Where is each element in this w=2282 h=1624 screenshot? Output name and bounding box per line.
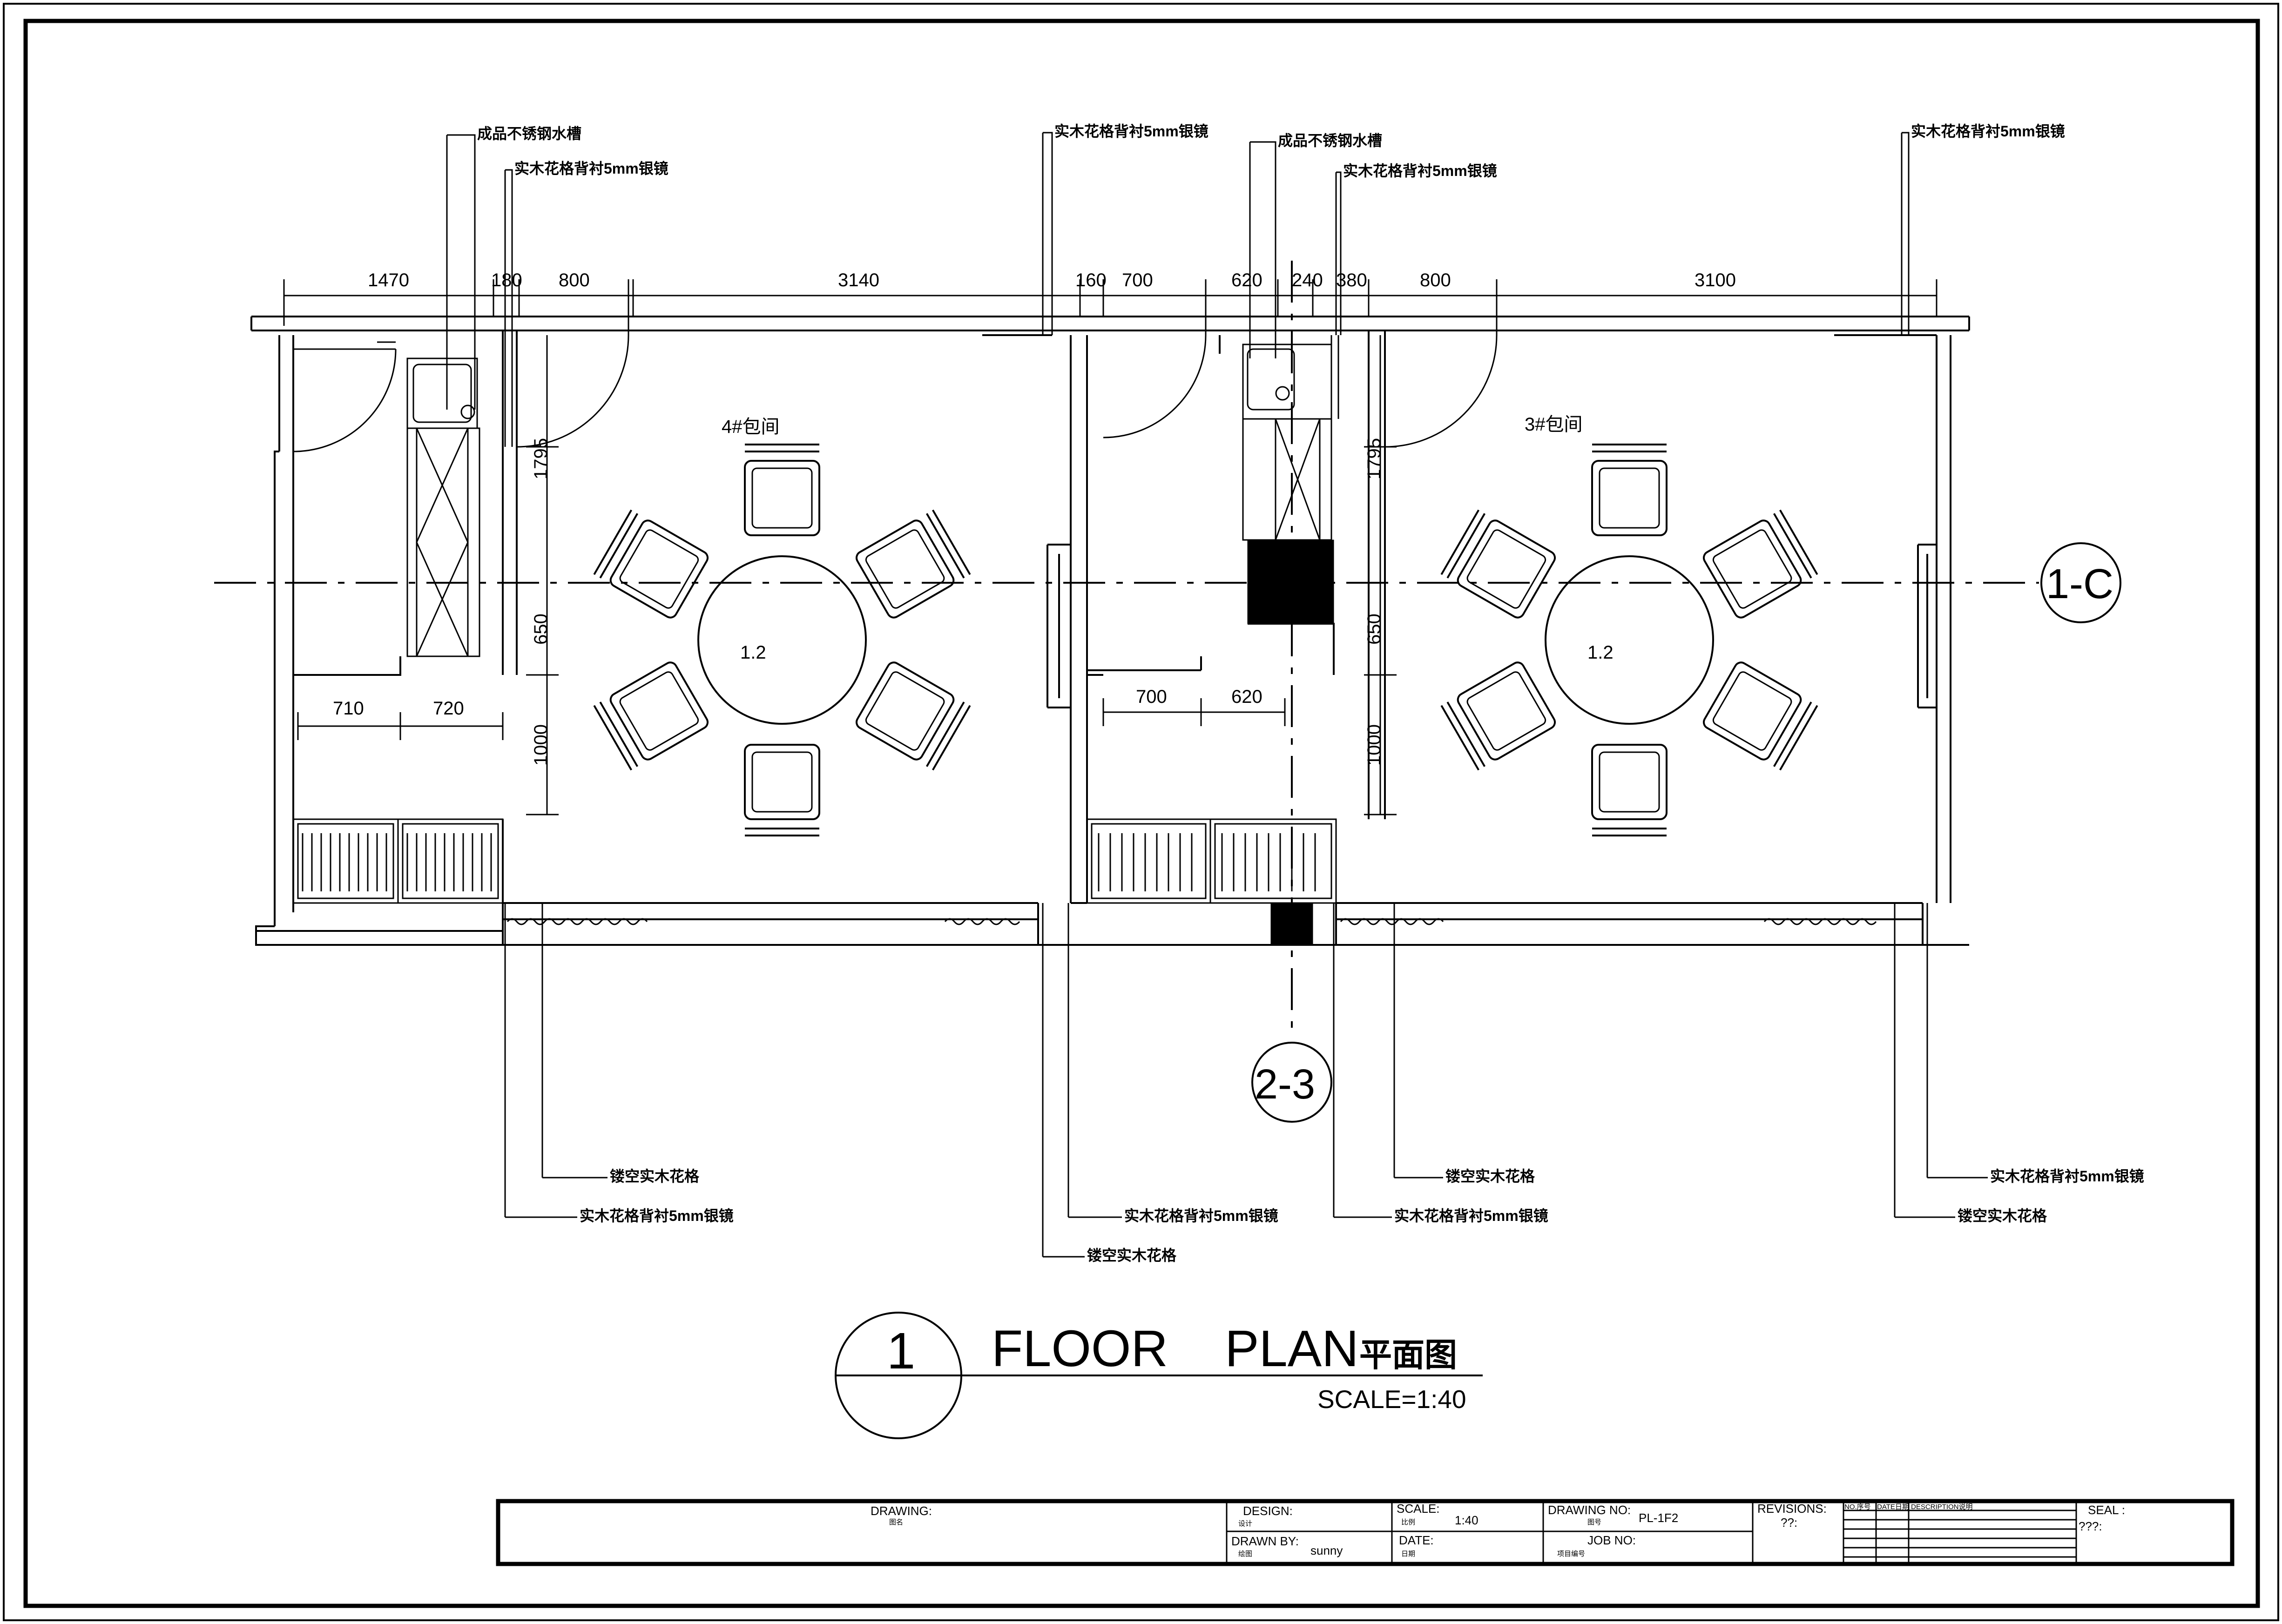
sheet-outer-border: [3, 3, 2279, 1621]
tb-revisions-value: ??:: [1781, 1516, 1797, 1530]
dim-v-1795-right: 1795: [1364, 438, 1384, 479]
tb-seal-label: SEAL :: [2088, 1503, 2125, 1517]
dim-top-620: 620: [1231, 270, 1263, 290]
tb-seal-value: ???:: [2079, 1519, 2102, 1533]
dim-top-800-right: 800: [1420, 270, 1451, 290]
callout-texts: 成品不锈钢水槽 实木花格背衬5mm银镜 实木花格背衬5mm银镜 成品不锈钢水槽 …: [477, 123, 2144, 1264]
dimension-texts: 1470 180 800 3140 160 700 620 240 380 80…: [333, 270, 1736, 766]
dim-h-710: 710: [333, 698, 364, 719]
callout-mirror-bottom-left: 实木花格背衬5mm银镜: [580, 1207, 734, 1224]
dim-top-160: 160: [1075, 270, 1107, 290]
dim-v-1000-left: 1000: [531, 724, 551, 766]
tb-design-cn: 设计: [1238, 1520, 1252, 1528]
dimension-lines: [283, 279, 1938, 815]
title-text: FLOOR PLAN: [992, 1320, 1359, 1377]
section-mark-1c: [2040, 542, 2121, 623]
sheet-inner-border: [23, 19, 2260, 1608]
dim-v-650-right: 650: [1364, 613, 1384, 645]
dim-top-240: 240: [1292, 270, 1323, 290]
callout-mirror-left-b: 实木花格背衬5mm银镜: [1054, 123, 1209, 140]
walls: [250, 316, 1970, 946]
title-number: 1: [887, 1322, 915, 1380]
tb-jobno-label: JOB NO:: [1587, 1533, 1636, 1547]
dim-top-3140: 3140: [838, 270, 879, 290]
dim-top-3100: 3100: [1695, 270, 1736, 290]
room-name-left: 4#包间: [722, 417, 780, 437]
tb-drawingno-cn: 图号: [1587, 1518, 1601, 1526]
right-dining-room: 1.2 3#包间: [1340, 279, 1877, 925]
tb-scale-label: SCALE:: [1397, 1502, 1440, 1516]
dim-h-720: 720: [433, 698, 464, 719]
callout-mirror-left-a: 实木花格背衬5mm银镜: [514, 160, 668, 177]
callout-leaders: [446, 132, 1988, 1258]
section-mark-23-label: 2-3: [1255, 1061, 1315, 1108]
section-mark-1c-label: 1-C: [2046, 561, 2113, 607]
table-label-left: 1.2: [740, 642, 766, 663]
tb-rev-col-desc: DESCRIPTION说明: [1911, 1503, 1973, 1511]
callout-hollow-right: 镂空实木花格: [1445, 1168, 1535, 1185]
tb-scale-cn: 比例: [1401, 1518, 1415, 1526]
dim-v-1000-right: 1000: [1364, 724, 1384, 766]
tb-design-label: DESIGN:: [1243, 1504, 1293, 1518]
dim-v-650-left: 650: [531, 613, 551, 645]
right-service-area: [1086, 298, 1339, 945]
title-scale: SCALE=1:40: [1317, 1385, 1466, 1414]
dim-top-1470: 1470: [368, 270, 409, 290]
tb-date-cn: 日期: [1401, 1550, 1415, 1558]
callout-mirror-right-a: 实木花格背衬5mm银镜: [1343, 162, 1497, 179]
tb-drawnby-value: sunny: [1310, 1543, 1343, 1557]
tb-rev-col-no: NO.序号: [1844, 1503, 1871, 1511]
left-service-area: [292, 335, 513, 904]
callout-sink-right: 成品不锈钢水槽: [1278, 132, 1382, 149]
tb-drawnby-label: DRAWN BY:: [1231, 1534, 1299, 1548]
tb-drawing-label: DRAWING:: [871, 1504, 932, 1518]
drawing-title: 1 FLOOR PLAN 平面图 SCALE=1:40: [835, 1312, 1483, 1439]
dim-top-180: 180: [491, 270, 522, 290]
section-lines: 1-C 2-3: [214, 261, 2121, 1123]
tb-drawingno-label: DRAWING NO:: [1548, 1503, 1631, 1517]
title-subtitle-cn: 平面图: [1359, 1337, 1457, 1373]
tb-rev-col-date: DATE日期: [1877, 1503, 1909, 1511]
dim-h-700: 700: [1136, 687, 1167, 707]
room-name-right: 3#包间: [1525, 414, 1583, 435]
table-label-right: 1.2: [1587, 642, 1614, 663]
dim-top-700: 700: [1122, 270, 1153, 290]
tb-drawnby-cn: 绘图: [1238, 1550, 1252, 1558]
section-mark-23: [1251, 1042, 1332, 1123]
tb-date-label: DATE:: [1399, 1533, 1434, 1547]
tb-drawing-cn: 图名: [889, 1518, 903, 1526]
callout-mirror-bottom-right: 实木花格背衬5mm银镜: [1394, 1207, 1548, 1224]
left-dining-room: 1.2 4#包间: [506, 279, 1020, 925]
callout-mirror-right-b: 实木花格背衬5mm银镜: [1911, 123, 2065, 140]
dim-v-1795-left: 1795: [531, 438, 551, 479]
title-block: DRAWING: 图名 DESIGN: 设计 DRAWN BY: 绘图 sunn…: [496, 1499, 2235, 1566]
tb-scale-value: 1:40: [1455, 1513, 1479, 1527]
callout-hollow-left: 镂空实木花格: [610, 1168, 700, 1185]
callout-mirror-bottom-mid: 实木花格背衬5mm银镜: [1124, 1207, 1278, 1224]
dim-h-620: 620: [1231, 687, 1263, 707]
callout-mirror-far-right: 实木花格背衬5mm银镜: [1990, 1168, 2144, 1185]
tb-drawingno-value: PL-1F2: [1639, 1511, 1678, 1525]
callout-hollow-mid: 镂空实木花格: [1087, 1247, 1177, 1264]
dim-top-800: 800: [559, 270, 590, 290]
tb-jobno-cn: 项目编号: [1557, 1550, 1585, 1558]
tb-revisions-label: REVISIONS:: [1757, 1502, 1827, 1516]
callout-sink-left: 成品不锈钢水槽: [477, 125, 581, 142]
callout-hollow-far-right: 镂空实木花格: [1958, 1207, 2047, 1224]
